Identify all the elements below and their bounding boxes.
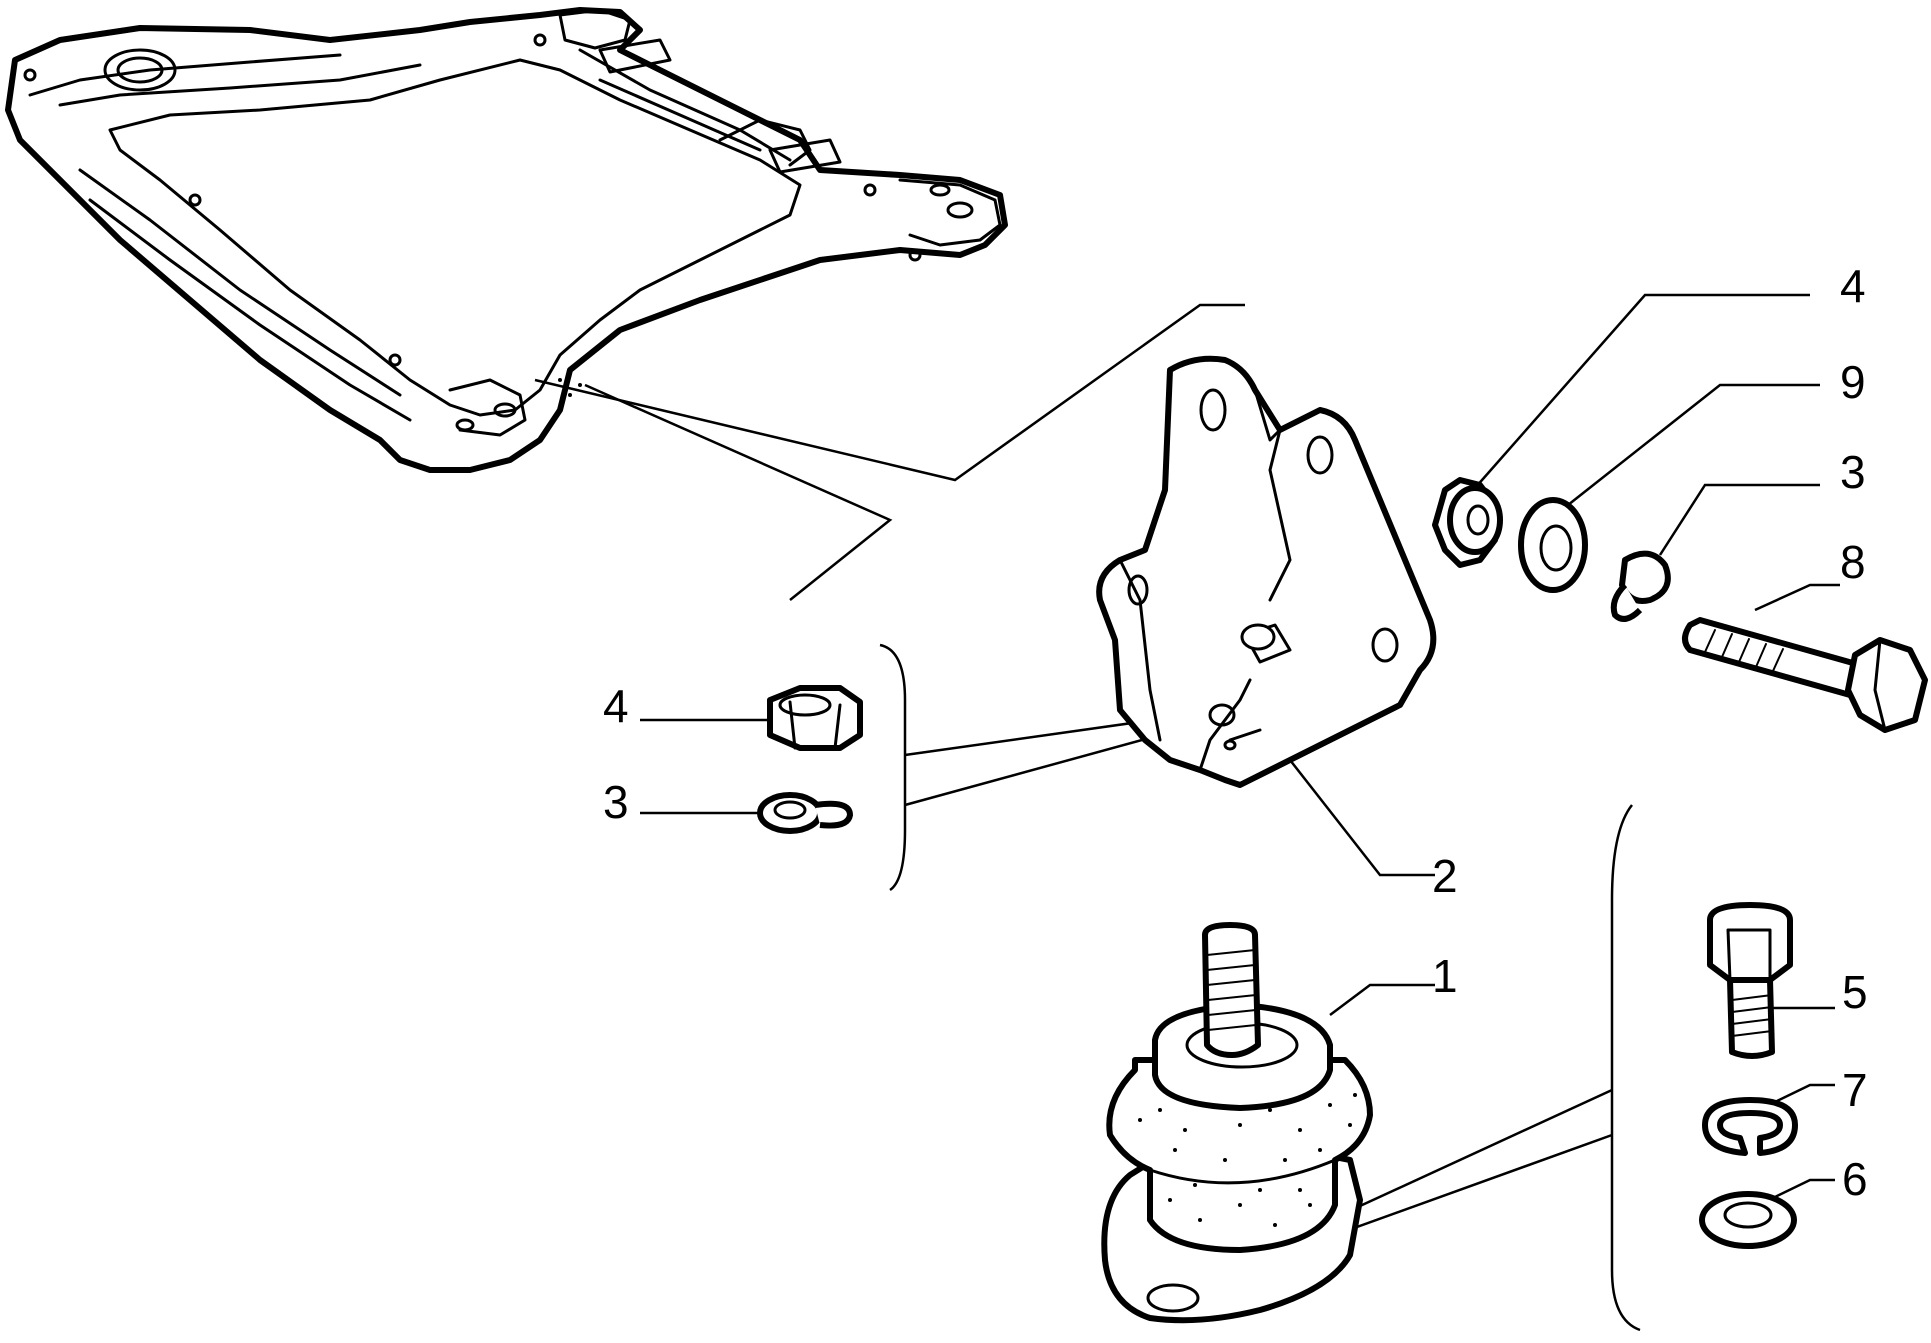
part-1-engine-mount: [1101, 922, 1435, 1324]
part-2-bracket: [1096, 355, 1437, 877]
part-8-bolt: [1682, 583, 1928, 733]
subframe: [5, 7, 1008, 473]
callout-labels: 4 9 3 8 4 3 2 1 5 7 6: [603, 260, 1868, 1205]
callout-7: 7: [1842, 1064, 1868, 1116]
part-7-spring-washer: [1702, 1083, 1835, 1156]
part-3-lockwasher-left: [640, 792, 853, 834]
part-6-flat-washer: [1699, 1178, 1835, 1249]
part-3-lockwasher-right: [1610, 483, 1820, 622]
callout-4-right: 4: [1840, 260, 1866, 312]
part-5-bolt: [1707, 902, 1835, 1059]
callout-4-left: 4: [603, 680, 629, 732]
assembly-leader-lines: [534, 303, 1641, 1332]
callout-3-left: 3: [603, 776, 629, 828]
callout-9: 9: [1840, 356, 1866, 408]
part-9-washer: [1518, 383, 1820, 593]
part-4-nut-left: [640, 685, 863, 751]
callout-3-right: 3: [1840, 446, 1866, 498]
callout-5: 5: [1842, 966, 1868, 1018]
callout-8: 8: [1840, 536, 1866, 588]
part-4-nut-right: [1432, 293, 1810, 568]
callout-1: 1: [1432, 950, 1458, 1002]
callout-2: 2: [1432, 850, 1458, 902]
callout-6: 6: [1842, 1153, 1868, 1205]
